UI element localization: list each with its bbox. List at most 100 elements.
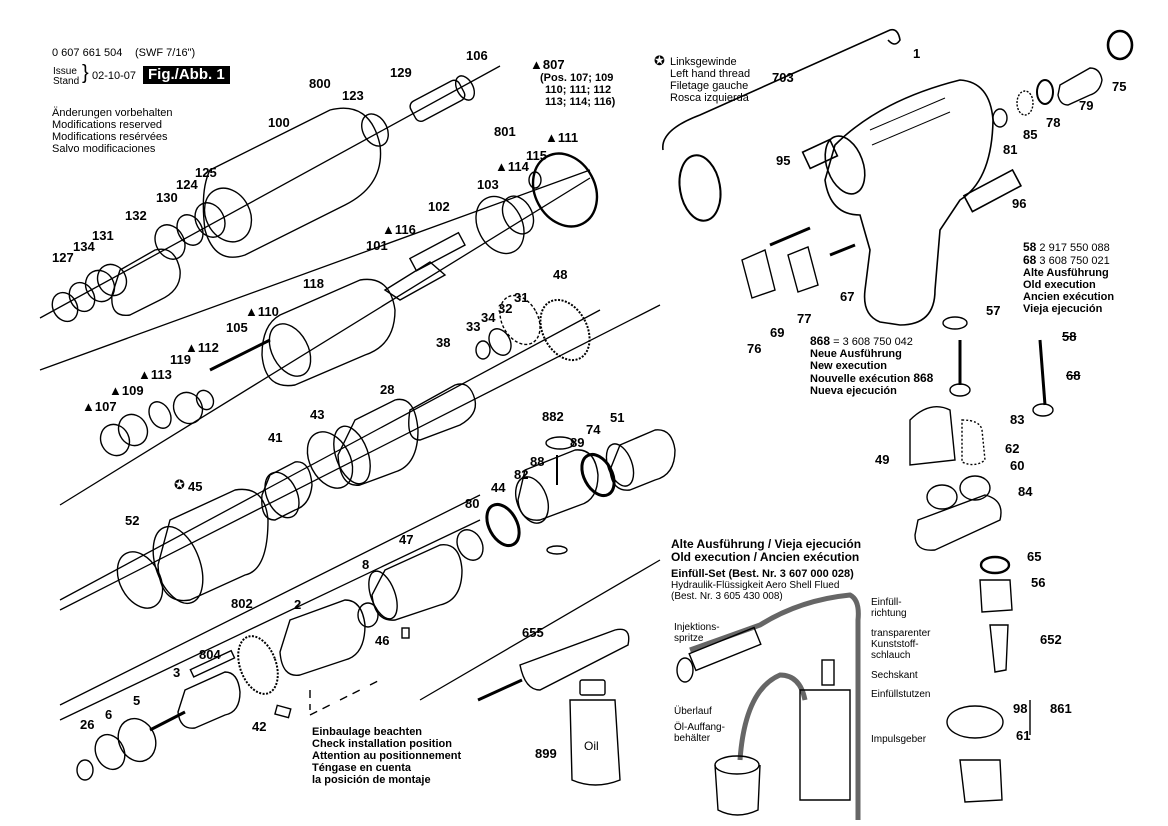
kit-807-positions: (Pos. 107; 109 110; 111; 112 113; 114; 1… [540,72,616,108]
model-name: (SWF 7/16") [135,47,196,59]
label-sechskant: Sechskant [871,670,918,681]
brace: } [82,62,89,84]
part-callout: 26 [80,717,95,732]
new-execution-868: 868 = 3 608 750 042 Neue Ausführung New … [810,334,934,397]
buttons-76-77-pins-67-69 [741,226,856,299]
label-impulsgeber: Impulsgeber [871,734,927,745]
part-callout: 115 [526,148,547,163]
part-callout-obsolete: 68 [1066,368,1081,383]
part-callout: 125 [195,165,217,180]
part-callout: 861 [1050,701,1072,716]
part-callout: 57 [986,303,1001,318]
left-hand-thread-legend: Linksgewinde Left hand thread Filetage g… [670,56,751,104]
part-callout: 48 [553,267,568,282]
part-callout: 52 [125,513,140,528]
part-callout: 103 [477,177,499,192]
part-callout: 60 [1010,458,1025,473]
part-callout: 124 [176,177,198,192]
valve-parts [361,75,476,147]
modifications-note: Änderungen vorbehalten Modifications res… [52,107,173,155]
cylinder-47 [357,544,463,639]
label-injektionsspritze: Injektions-spritze [674,622,720,644]
part-callout: 3 [173,665,181,680]
label-oel-auffangbehaelter: Öl-Auffang-behälter [674,722,725,744]
cylinder-118 [261,278,396,387]
part-callout: ▲110 [245,304,279,319]
pistol-grip-housing-1 [662,28,1023,326]
part-callout: 85 [1023,127,1038,142]
part-callout: ▲114 [495,159,529,174]
part-callout: 41 [268,430,283,445]
part-callout: 134 [73,239,95,254]
part-callout: 56 [1031,575,1046,590]
oil-bottle-label: Oil [584,739,599,753]
part-callout: ▲111 [545,130,579,145]
part-callout: 32 [498,301,513,316]
part-callout: 80 [465,496,480,511]
part-callout: 46 [375,633,390,648]
part-callout: 804 [199,647,221,662]
part-callout: ▲116 [382,222,416,237]
part-callout: 88 [530,454,545,469]
part-callout: 47 [399,532,414,547]
part-callout: ▲112 [185,340,219,355]
part-callout: 38 [436,335,451,350]
valve-assembly-105-119 [99,338,271,457]
inlet-parts-75-85 [992,29,1134,128]
figure-label: Fig./Abb. 1 [143,66,230,84]
part-callout: 652 [1040,632,1062,647]
housing-45-ring-52 [116,488,269,609]
clutch-parts-28-43-41 [261,398,419,521]
part-callout: 96 [1012,196,1027,211]
part-callout: 43 [310,407,325,422]
part-callout: 34 [481,310,496,325]
part-callout: 2 [294,597,302,612]
part-callout: 101 [366,238,388,253]
part-callout: 123 [342,88,364,103]
part-callout: 130 [156,190,178,205]
motor-parts-2-3-5-6-26 [76,599,381,781]
part-callout: 33 [466,319,481,334]
part-callout: 51 [610,410,625,425]
part-callout: 131 [92,228,114,243]
part-callout: 95 [776,153,791,168]
part-callout: 118 [303,276,324,291]
gear-parts-31-48 [408,294,591,441]
ring-set-left [51,202,226,323]
rotor-parts-101-103 [383,152,599,301]
part-callout: 44 [491,480,506,495]
part-callout: 882 [542,409,564,424]
label-einfuellstutzen: Einfüllstutzen [871,689,931,700]
fill-set-info: Alte Ausführung / Vieja ejecución Old ex… [671,537,862,603]
fill-set-illustration [676,592,861,820]
part-callout: 102 [428,199,450,214]
part-callout: 106 [466,48,488,63]
valve-882-rings-44-74-51 [456,429,676,561]
star-circle-icon: ✪ [654,53,665,68]
tool-screwdriver-oil [477,628,630,786]
part-callout: 75 [1112,79,1127,94]
kit-807-number: ▲807 [530,57,565,72]
part-callout: 105 [226,320,248,335]
part-callout: 119 [170,352,191,367]
part-callout: ▲107 [82,399,117,414]
part-callout: 49 [875,452,890,467]
part-callout: 74 [586,422,601,437]
part-callout: 84 [1018,484,1033,499]
part-callout: 81 [1003,142,1018,157]
part-callout: ▲113 [138,367,172,382]
part-callout: 78 [1046,115,1061,130]
part-callout: 801 [494,124,516,139]
part-callout: 8 [362,557,370,572]
part-callout: 77 [797,311,812,326]
part-callout: 127 [52,250,74,265]
part-callout: 62 [1005,441,1020,456]
part-callout: 1 [913,46,921,61]
part-callout: 100 [268,115,290,130]
part-callout: 28 [380,382,395,397]
part-callout: 65 [1027,549,1042,564]
part-callout: 42 [252,719,267,734]
part-callout: 45 [188,479,203,494]
